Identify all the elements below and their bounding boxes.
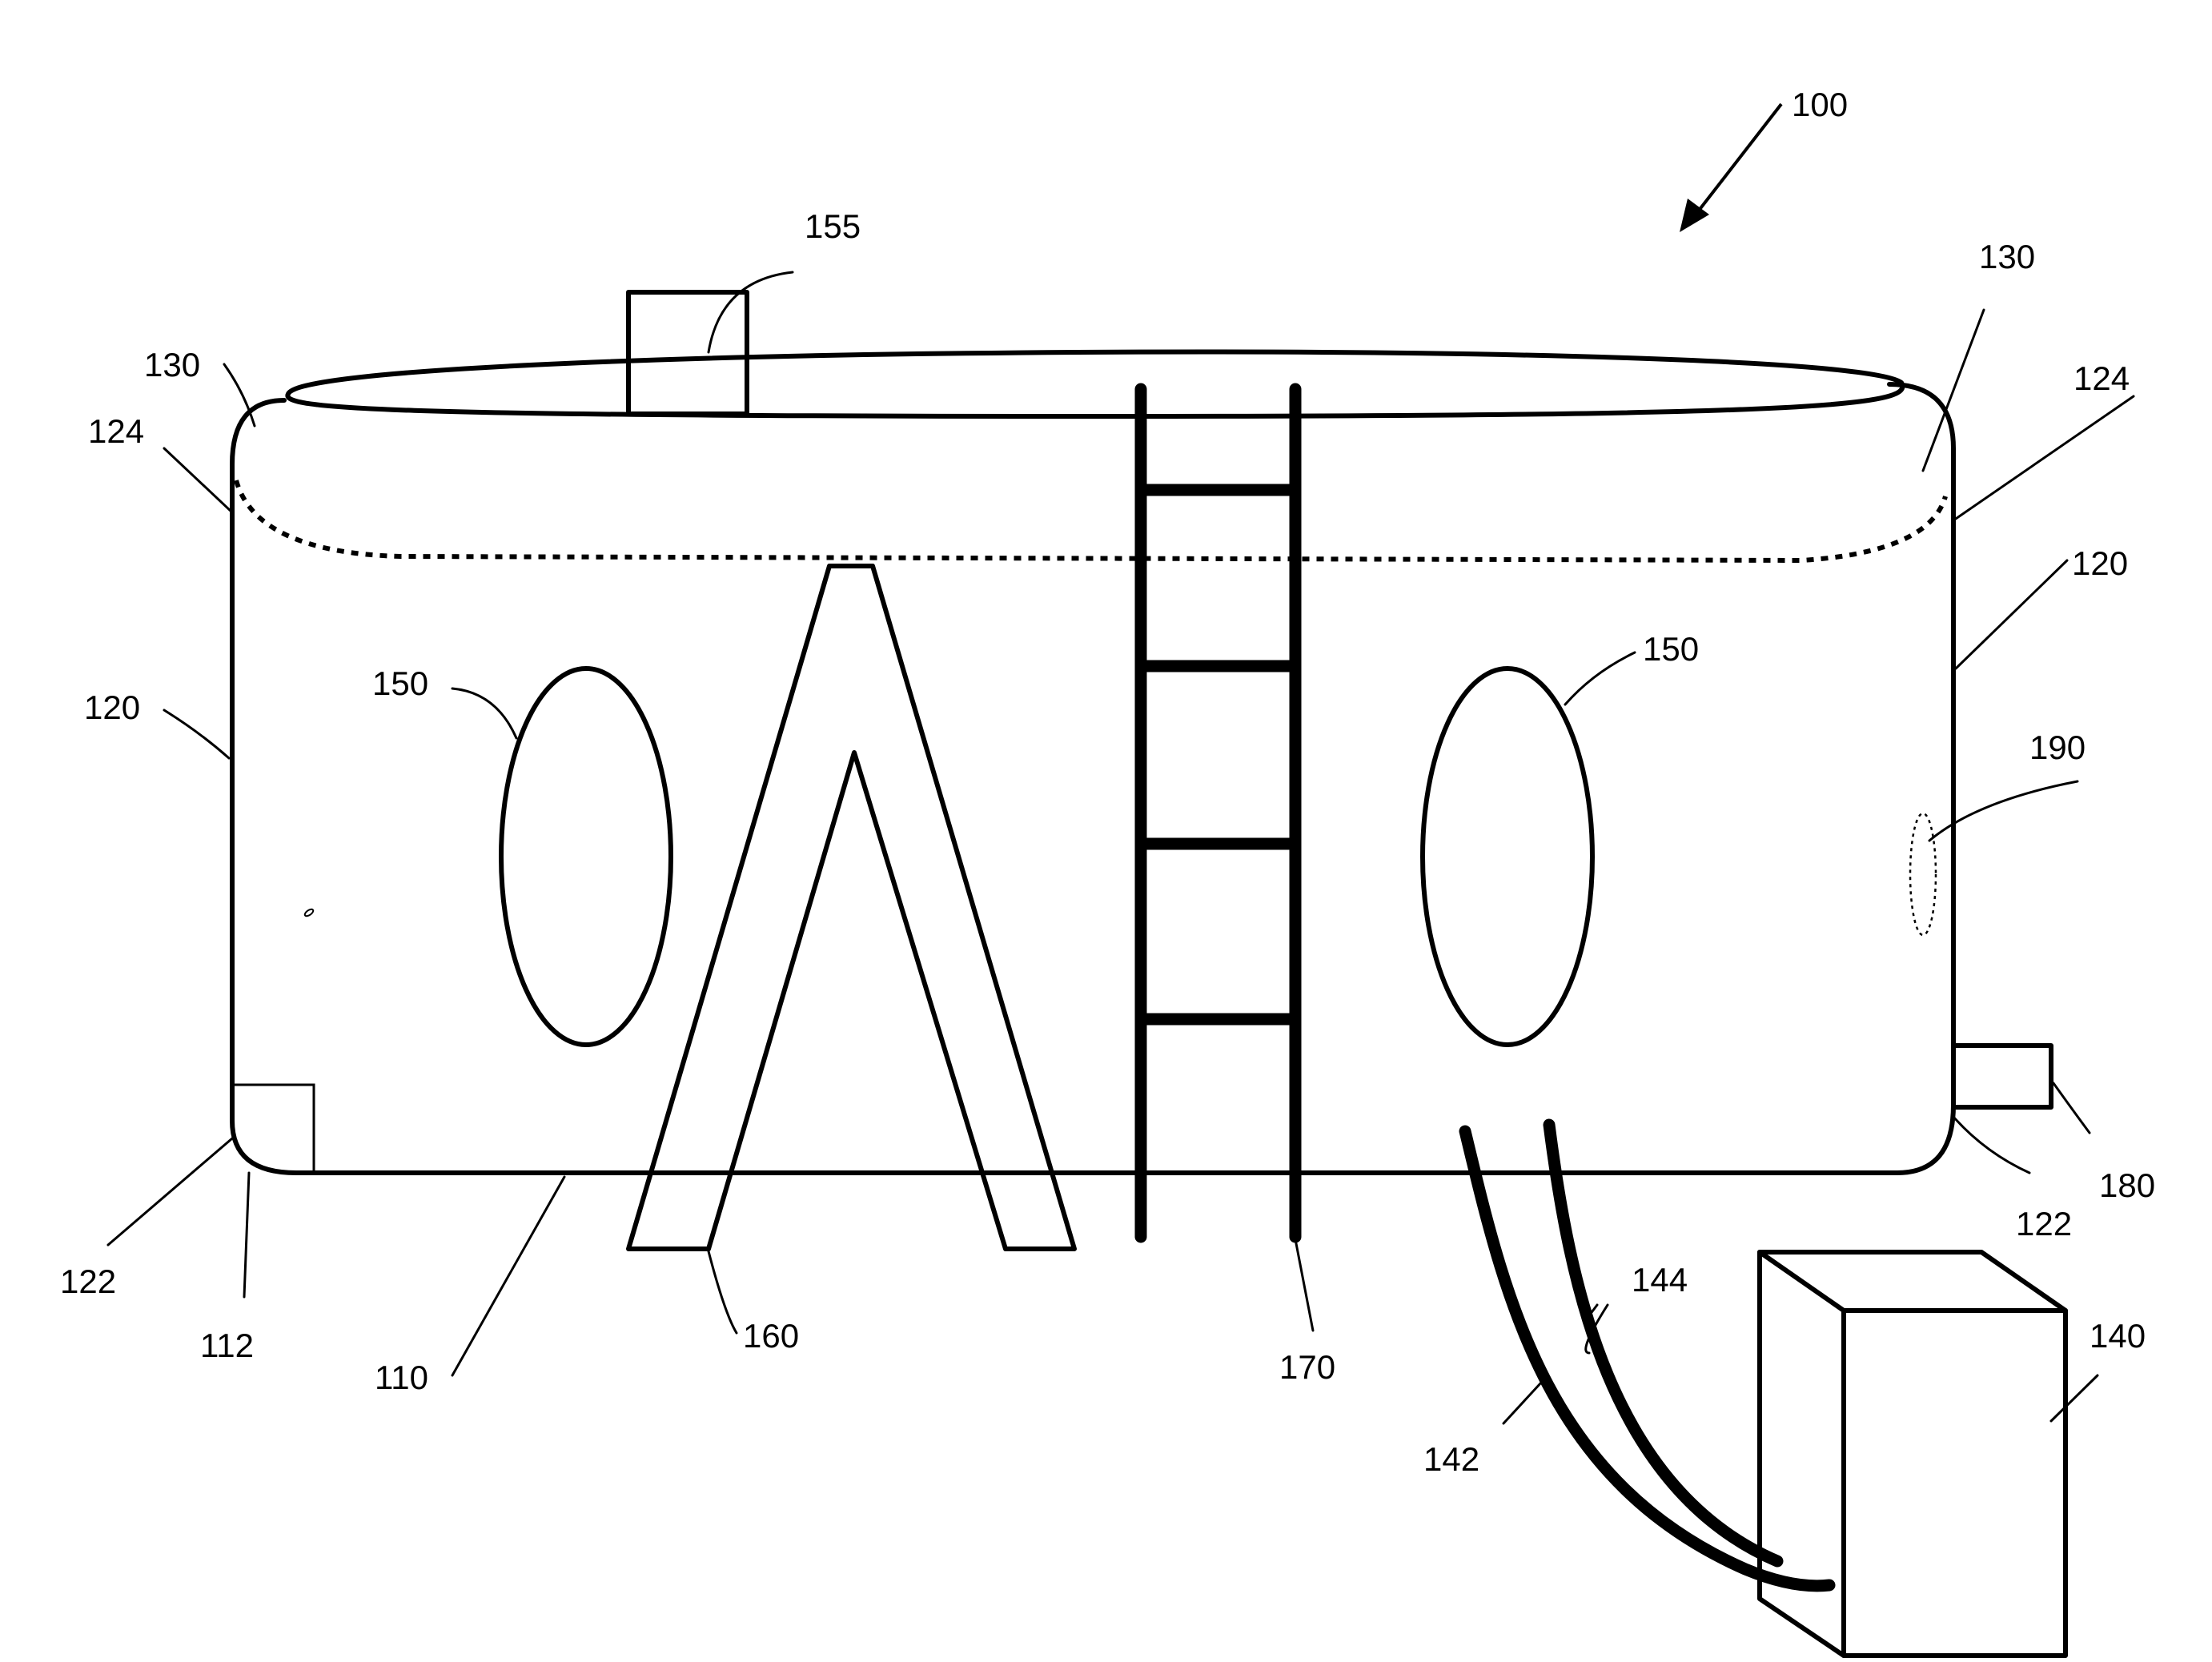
label-124-right: 124 <box>2073 359 2130 397</box>
ring-dashed-line <box>236 480 1945 560</box>
tank-top-rim <box>287 352 1902 416</box>
label-144: 144 <box>1632 1261 1688 1299</box>
label-140: 140 <box>2090 1317 2146 1355</box>
label-100: 100 <box>1792 86 1848 123</box>
ladder <box>1141 389 1295 1237</box>
window-right <box>1423 668 1592 1045</box>
label-190: 190 <box>2029 729 2086 766</box>
label-122-left: 122 <box>60 1263 116 1300</box>
a-frame <box>628 566 1074 1249</box>
label-110: 110 <box>375 1359 428 1396</box>
label-120-left: 120 <box>84 688 140 726</box>
label-130-left: 130 <box>144 346 200 383</box>
assembly-arrow <box>1696 104 1781 215</box>
tank-body <box>232 352 1953 1173</box>
reference-numerals: 100 155 130 124 130 124 120 120 150 150 … <box>60 86 2155 1478</box>
label-180: 180 <box>2099 1166 2155 1204</box>
pump-unit <box>1760 1252 2065 1656</box>
hose-outer <box>1465 1131 1829 1586</box>
top-box <box>628 292 747 414</box>
label-124-left: 124 <box>88 412 144 450</box>
label-130-right: 130 <box>1979 238 2035 275</box>
label-122-right: 122 <box>2016 1205 2072 1242</box>
hose-inner <box>1549 1125 1777 1561</box>
label-160: 160 <box>743 1317 799 1355</box>
label-150-right: 150 <box>1643 630 1699 668</box>
small-mark <box>303 908 314 917</box>
tank-outline <box>232 384 1953 1173</box>
window-left <box>501 668 671 1045</box>
label-120-right: 120 <box>2072 544 2128 582</box>
outlet-pipe <box>1953 1046 2051 1107</box>
label-155: 155 <box>805 207 861 245</box>
label-150-left: 150 <box>372 664 428 702</box>
label-142: 142 <box>1423 1440 1479 1478</box>
label-112: 112 <box>200 1327 254 1364</box>
patch-oval <box>1910 813 1936 935</box>
label-170: 170 <box>1279 1348 1335 1386</box>
